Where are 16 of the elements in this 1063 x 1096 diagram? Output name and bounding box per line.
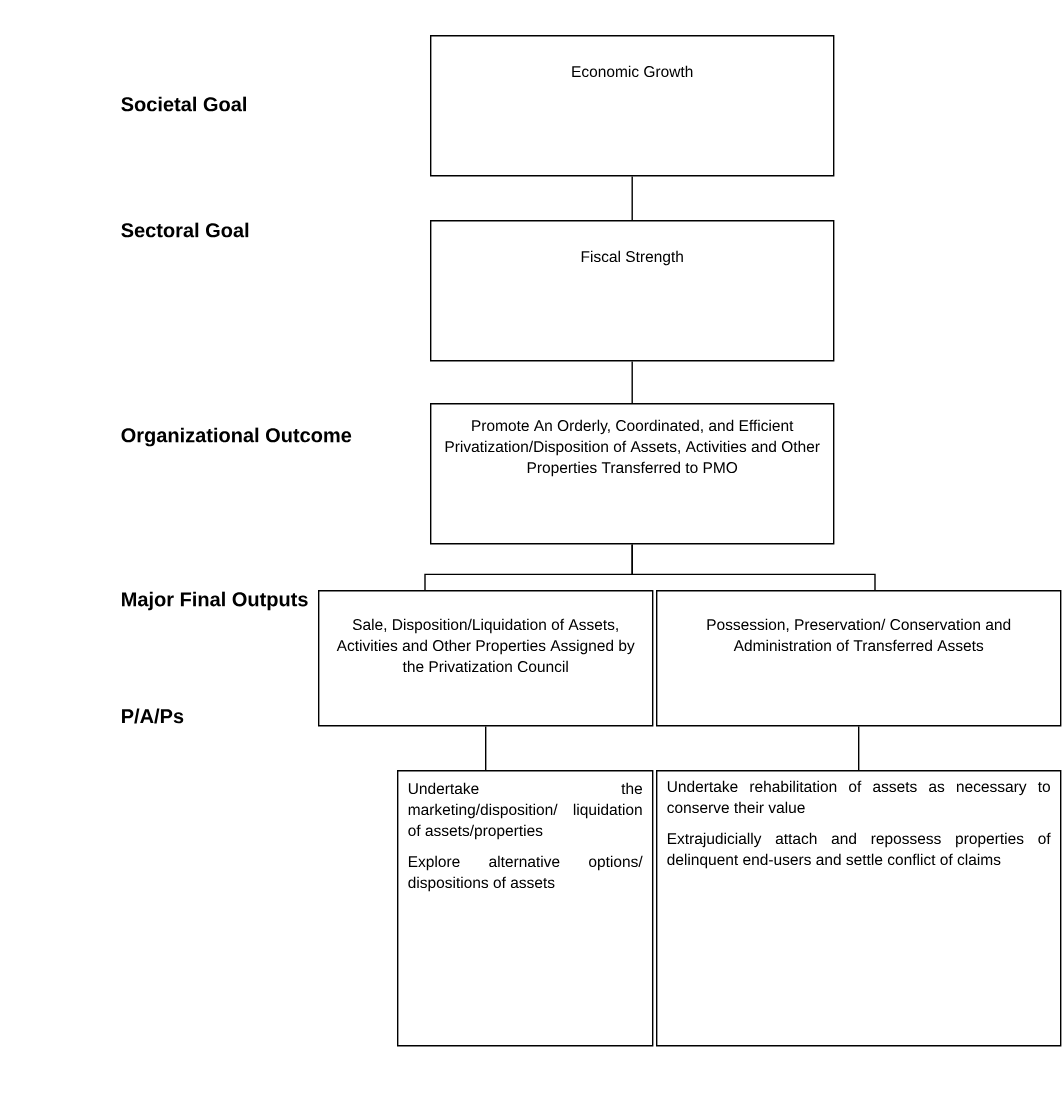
activity-box: Undertake the marketing/disposition/ liquidation of assets/properties Explore alternative options/ dispositions of assets: [397, 770, 654, 1047]
output-box: Fiscal Strength: [430, 220, 835, 362]
level-label: Organizational Outcome: [121, 427, 352, 447]
activity-box: Undertake rehabilitation of assets as necessary to conserve their value Extrajudicially attach and repossess properties of delinquent end-users and settle conflict of claims: [656, 770, 1062, 1047]
connector-line: [631, 175, 633, 221]
connector-line: [485, 725, 487, 771]
level-label: Sectoral Goal: [121, 222, 249, 238]
output-box: Possession, Preservation/ Conservation and Administration of Transferred Assets: [656, 590, 1062, 727]
level-label: Societal Goal: [121, 96, 246, 112]
level-label: P/A/Ps: [122, 708, 184, 724]
output-box: Promote An Orderly, Coordinated, and Efficient Privatization/Disposition of Assets, Activities and Other Properties Transferred to PMO: [430, 403, 835, 545]
output-box: Sale, Disposition/Liquidation of Assets, Activities and Other Properties Assigned by the Privatization Council: [318, 590, 654, 727]
output-box: Economic Growth: [430, 35, 835, 177]
connector-line: [631, 360, 633, 404]
connector-line: [631, 543, 876, 591]
connector-line: [858, 725, 860, 771]
